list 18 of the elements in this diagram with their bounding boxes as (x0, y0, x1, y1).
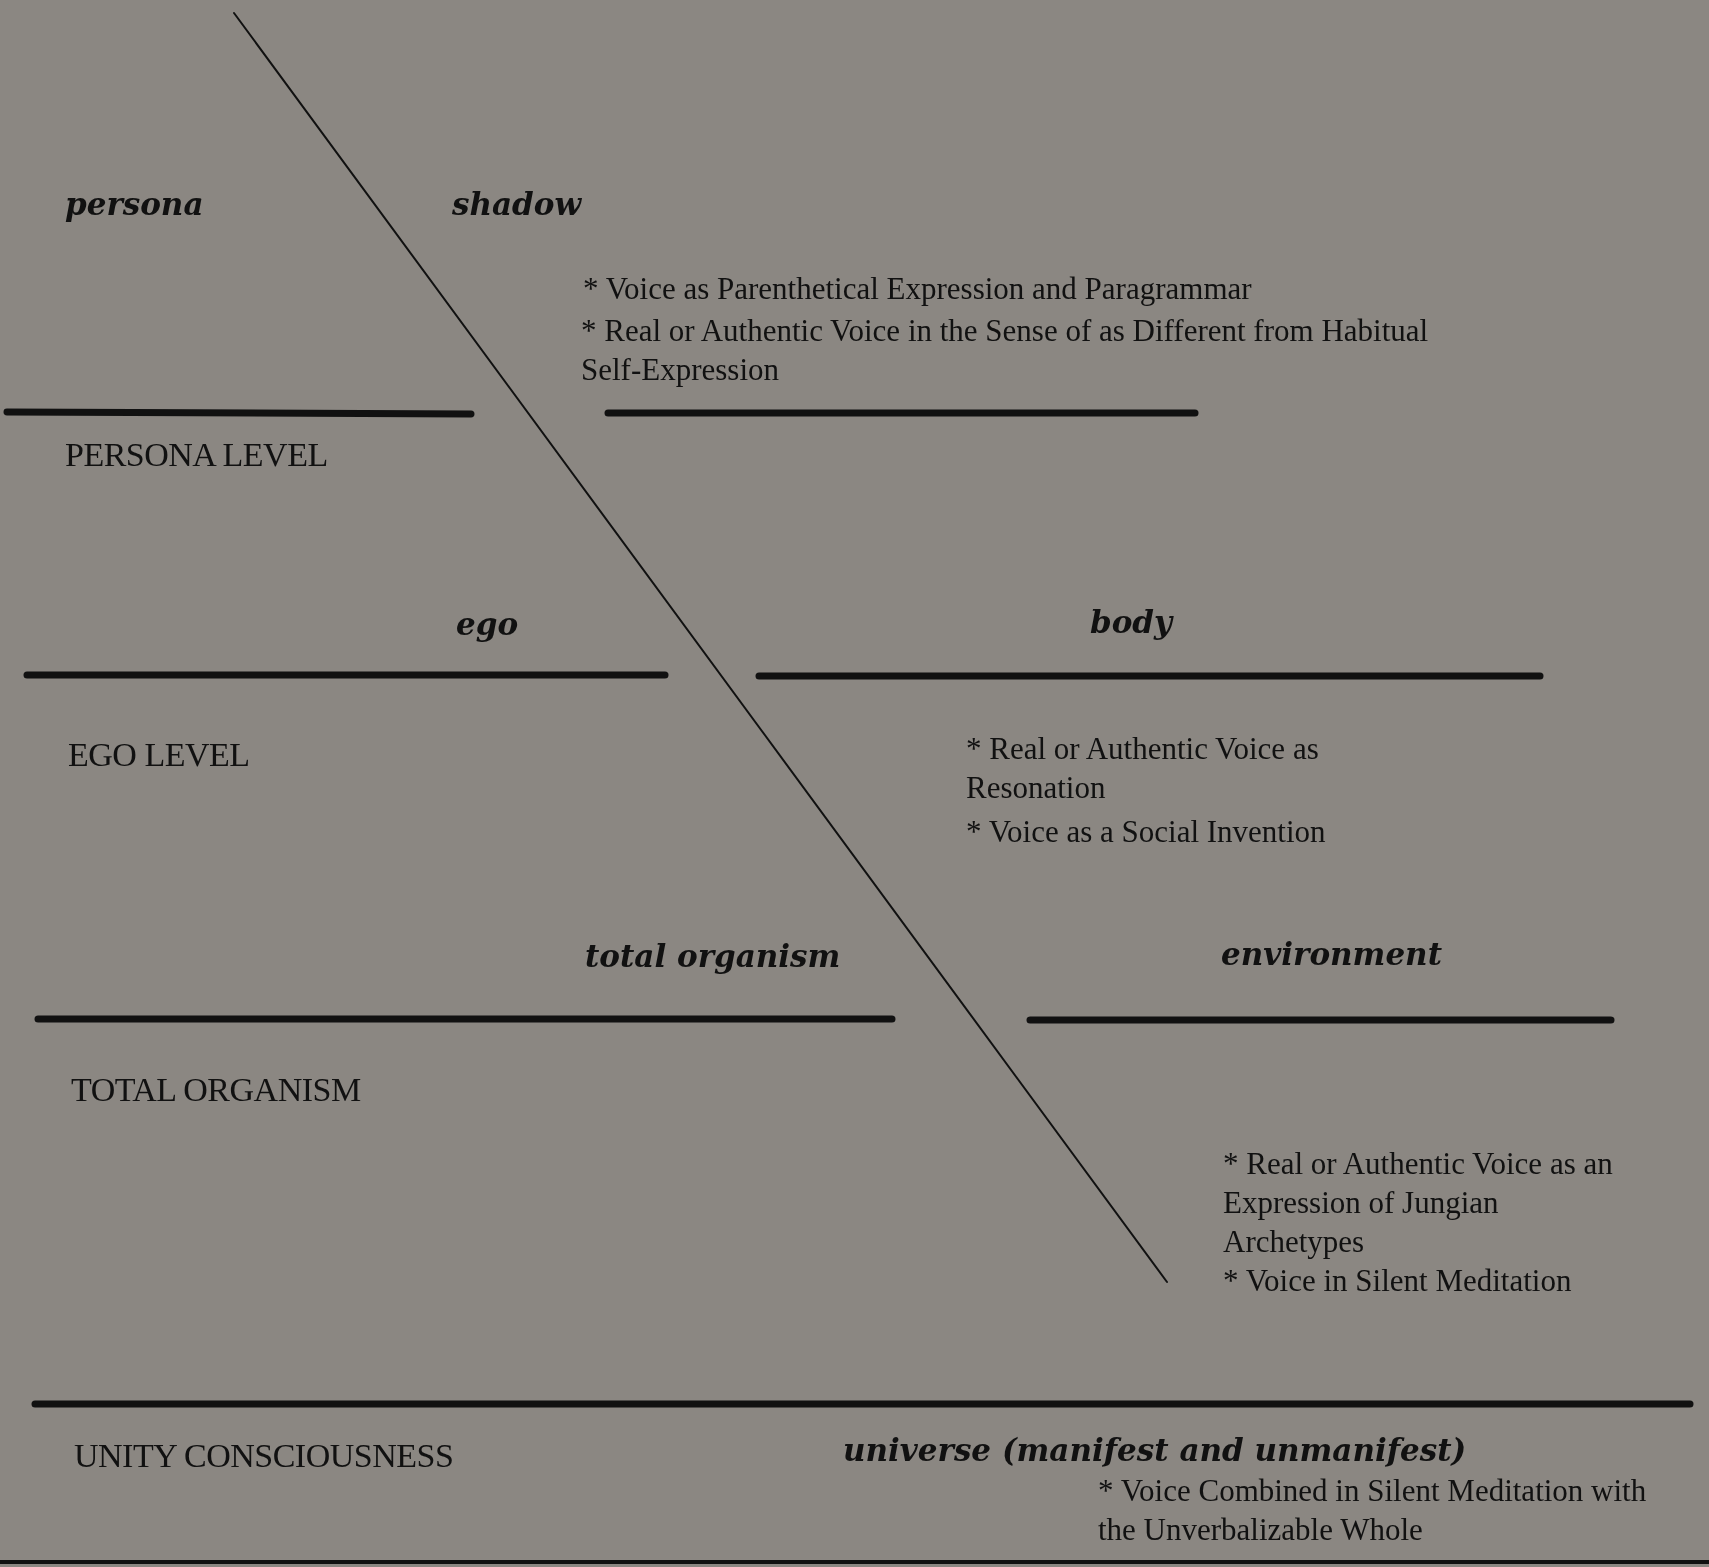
note-text: * Voice as a Social Invention (966, 813, 1327, 851)
term-label: shadow (452, 185, 582, 224)
term-label: persona (65, 185, 204, 224)
level-label: PERSONA LEVEL (65, 435, 328, 475)
note-text: * Voice Combined in Silent Meditation with the Unverbalizable Whole (1098, 1472, 1648, 1549)
note-text: * Real or Authentic Voice as an Expression of Jungian Archetypes (1223, 1145, 1614, 1261)
term-label: body (1090, 603, 1173, 642)
term-label: universe (manifest and unmanifest) (843, 1431, 1467, 1470)
term-label: ego (456, 605, 519, 644)
term-label: environment (1221, 935, 1442, 974)
level-label: UNITY CONSCIOUSNESS (74, 1436, 454, 1476)
level-label: EGO LEVEL (68, 735, 250, 775)
note-text: * Voice in Silent Meditation (1223, 1262, 1573, 1300)
level-label: TOTAL ORGANISM (71, 1070, 361, 1110)
note-text: * Voice as Parenthetical Expression and Paragrammar (583, 270, 1253, 308)
note-text: * Real or Authentic Voice as Resonation (966, 730, 1320, 807)
term-label: total organism (585, 937, 841, 976)
note-text: * Real or Authentic Voice in the Sense of as Different from Habitual Self-Expression (581, 312, 1430, 389)
